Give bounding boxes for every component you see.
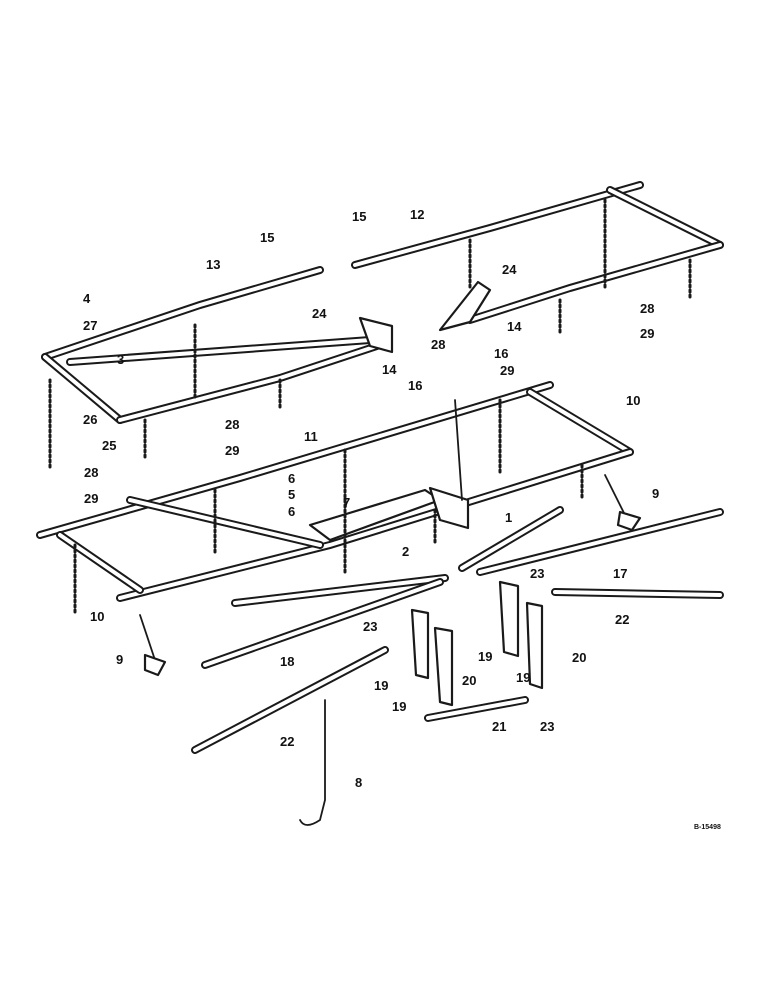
callout-22a: 22: [615, 612, 629, 627]
callout-29c: 29: [225, 443, 239, 458]
callout-14a: 14: [382, 362, 397, 377]
harrow-section-right: [351, 181, 724, 337]
foot-9-right: [616, 510, 642, 532]
callout-22b: 22: [280, 734, 294, 749]
callout-23a: 23: [530, 566, 544, 581]
callout-28c: 28: [225, 417, 239, 432]
callout-9a: 9: [116, 652, 123, 667]
callout-16a: 16: [494, 346, 508, 361]
callout-9b: 9: [652, 486, 659, 501]
callout-10a: 10: [90, 609, 104, 624]
callout-28d: 28: [84, 465, 98, 480]
standard-19c: [410, 608, 430, 680]
callout-2: 2: [402, 544, 409, 559]
callout-29a: 29: [640, 326, 654, 341]
callout-6a: 6: [288, 471, 295, 486]
callout-15b: 15: [260, 230, 274, 245]
callout-16b: 16: [408, 378, 422, 393]
callout-29b: 29: [500, 363, 514, 378]
mount-plate-left: [358, 316, 394, 354]
callout-18: 18: [280, 654, 294, 669]
callout-19a: 19: [478, 649, 492, 664]
callout-19c: 19: [392, 699, 406, 714]
callout-21: 21: [492, 719, 506, 734]
callout-6b: 6: [288, 504, 295, 519]
callout-20b: 20: [462, 673, 476, 688]
callout-27: 27: [83, 318, 97, 333]
callout-28a: 28: [640, 301, 654, 316]
callout-4: 4: [83, 291, 91, 306]
callout-20a: 20: [572, 650, 586, 665]
loose-parts: [139, 474, 724, 826]
callout-8: 8: [355, 775, 362, 790]
callout-24a: 24: [502, 262, 517, 277]
callout-15a: 15: [352, 209, 366, 224]
callout-7: 7: [343, 495, 350, 510]
callout-10b: 10: [626, 393, 640, 408]
hitch-plate: [428, 486, 470, 530]
callout-14b: 14: [507, 319, 522, 334]
callout-19b: 19: [374, 678, 388, 693]
callout-23b: 23: [363, 619, 377, 634]
callout-24b: 24: [312, 306, 327, 321]
callout-28b: 28: [431, 337, 445, 352]
standard-19b: [525, 601, 544, 690]
callout-5: 5: [288, 487, 295, 502]
callout-11: 11: [304, 429, 318, 444]
standard-19d: [433, 626, 454, 707]
callout-13: 13: [206, 257, 220, 272]
callout-19d: 19: [516, 670, 530, 685]
callout-3: 3: [117, 352, 124, 367]
standard-19a: [498, 580, 520, 658]
mount-plate-right: [438, 280, 492, 332]
callout-23c: 23: [540, 719, 554, 734]
main-frame: [36, 381, 634, 617]
callout-12: 12: [410, 207, 424, 222]
callout-26: 26: [83, 412, 97, 427]
callout-17: 17: [613, 566, 627, 581]
harrow-section-left: [41, 266, 394, 472]
callout-25: 25: [102, 438, 116, 453]
callout-1: 1: [505, 510, 512, 525]
drawing-number: B-15498: [694, 824, 721, 831]
foot-9-left: [143, 653, 167, 677]
callouts: 1 2 3 4 5 6 6 7 8 9 9 10 10 11 12 13 14 …: [83, 207, 721, 831]
callout-29d: 29: [84, 491, 98, 506]
